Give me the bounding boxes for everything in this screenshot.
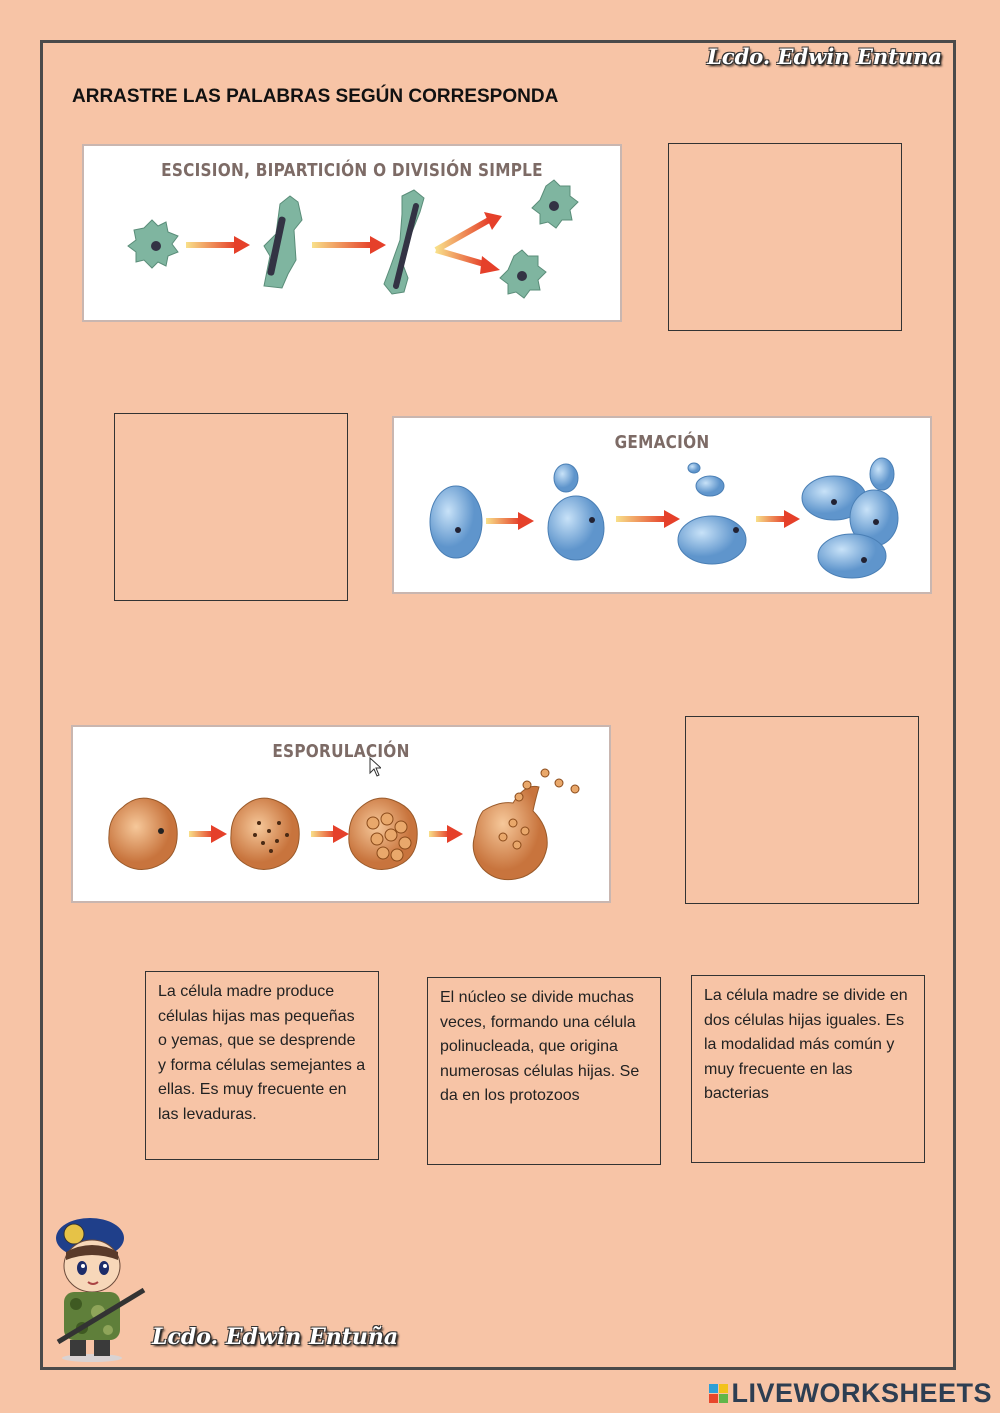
drop-zone-1[interactable]	[668, 143, 902, 331]
budding-illustration	[429, 457, 899, 579]
sporulation-title: ESPORULACIÓN	[272, 741, 410, 762]
fission-title: ESCISION, BIPARTICIÓN O DIVISIÓN SIMPLE	[161, 160, 543, 181]
answer-card-fission[interactable]: La célula madre se divide en dos células…	[691, 975, 925, 1163]
mouse-cursor-icon	[369, 757, 381, 777]
sporulation-image: ESPORULACIÓN	[71, 725, 611, 903]
instructions-title: ARRASTRE LAS PALABRAS SEGÚN CORRESPONDA	[72, 86, 559, 107]
worksheet-frame	[40, 40, 956, 1370]
drop-zone-3[interactable]	[685, 716, 919, 904]
fission-image: ESCISION, BIPARTICIÓN O DIVISIÓN SIMPLE	[82, 144, 622, 322]
answer-card-sporulation[interactable]: El núcleo se divide muchas veces, forman…	[427, 977, 661, 1165]
author-signature-top: Lcdo. Edwin Entuna	[707, 44, 942, 69]
drop-zone-2[interactable]	[114, 413, 348, 601]
budding-image: GEMACIÓN	[392, 416, 932, 594]
liveworksheets-logo[interactable]: LIVEWORKSHEETS	[709, 1378, 992, 1409]
fission-illustration	[127, 179, 579, 299]
answer-card-budding[interactable]: La célula madre produce células hijas ma…	[145, 971, 379, 1160]
liveworksheets-brand: LIVEWORKSHEETS	[731, 1378, 992, 1408]
budding-title: GEMACIÓN	[614, 432, 710, 453]
author-signature-bottom: Lcdo. Edwin Entuña	[152, 1324, 399, 1350]
soldier-mascot-icon	[56, 1218, 146, 1362]
sporulation-illustration	[108, 768, 580, 881]
liveworksheets-mark-icon	[709, 1384, 729, 1403]
